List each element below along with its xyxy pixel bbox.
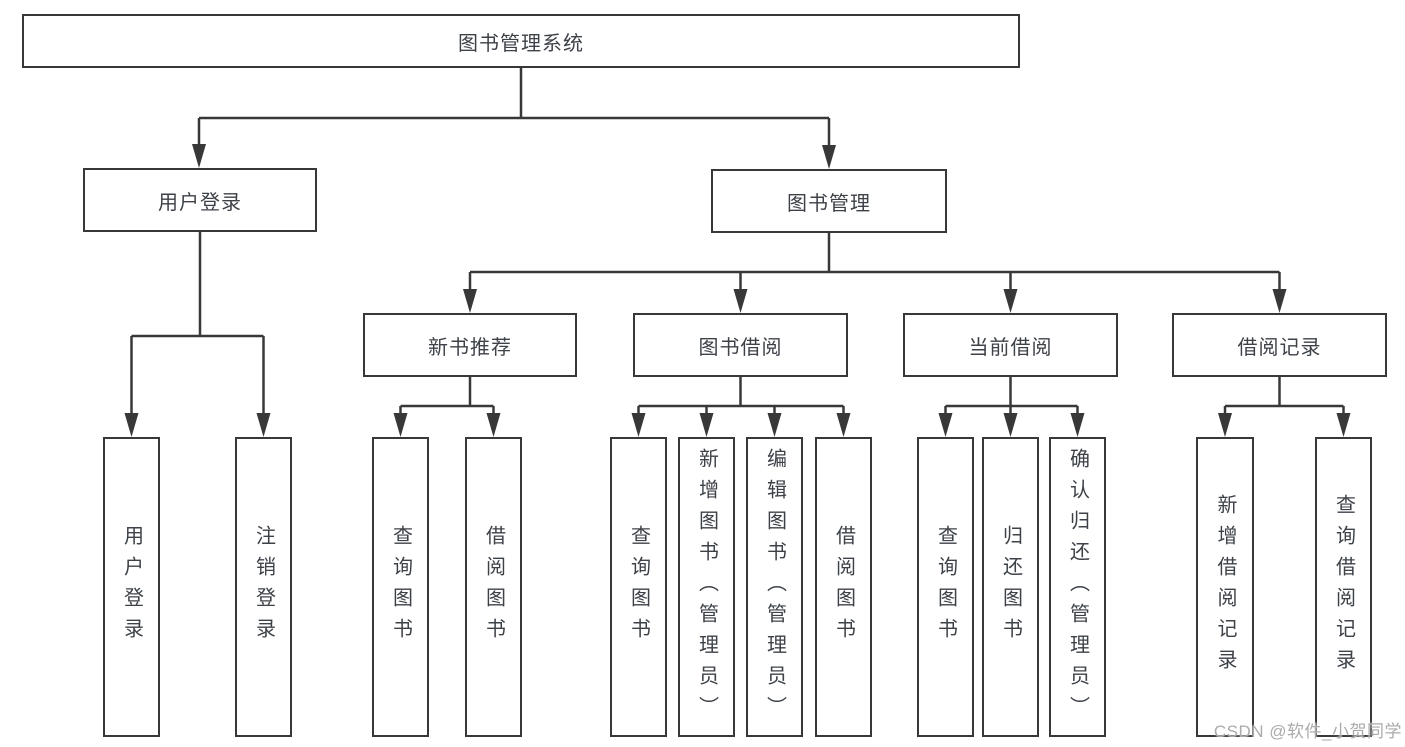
connector-new-book-children bbox=[393, 377, 501, 437]
node-label: 图书管理系统 bbox=[458, 32, 584, 55]
leaf-label: 借阅图书 bbox=[832, 525, 855, 649]
leaf-label: 查询图书 bbox=[389, 525, 412, 649]
leaf-confirm-return-admin: 确认归还（管理员） bbox=[1049, 437, 1106, 737]
leaf-add-books-admin: 新增图书（管理员） bbox=[678, 437, 735, 737]
connector-book-mgmt-children bbox=[463, 233, 1287, 313]
leaf-edit-books-admin: 编辑图书（管理员） bbox=[746, 437, 803, 737]
leaf-query-borrow-record: 查询借阅记录 bbox=[1315, 437, 1372, 737]
node-label: 图书管理 bbox=[787, 192, 871, 215]
leaf-label: 新增借阅记录 bbox=[1214, 494, 1236, 680]
leaf-label: 编辑图书（管理员） bbox=[763, 447, 786, 727]
leaf-logout: 注销登录 bbox=[235, 437, 292, 737]
leaf-query-books-newrec: 查询图书 bbox=[372, 437, 429, 737]
node-label: 用户登录 bbox=[158, 191, 242, 214]
connector-current-borrow-children bbox=[938, 377, 1085, 437]
connector-book-borrow-children bbox=[631, 377, 851, 437]
node-label: 借阅记录 bbox=[1237, 336, 1322, 359]
leaf-query-books-borrow: 查询图书 bbox=[610, 437, 667, 737]
leaf-label: 借阅图书 bbox=[482, 525, 505, 649]
leaf-label: 用户登录 bbox=[120, 525, 143, 649]
leaf-label: 查询图书 bbox=[627, 525, 650, 649]
leaf-label: 查询图书 bbox=[934, 525, 957, 649]
leaf-user-login: 用户登录 bbox=[103, 437, 160, 737]
csdn-watermark: CSDN @软件_小贺同学 bbox=[1213, 722, 1402, 741]
leaf-label: 查询借阅记录 bbox=[1332, 494, 1355, 680]
node-current-borrowing: 当前借阅 bbox=[903, 313, 1118, 377]
leaf-label: 注销登录 bbox=[252, 525, 275, 649]
node-label: 当前借阅 bbox=[968, 336, 1053, 359]
leaf-add-borrow-record: 新增借阅记录 bbox=[1196, 437, 1254, 737]
node-new-book-recommend: 新书推荐 bbox=[363, 313, 577, 377]
leaf-borrow-books-newrec: 借阅图书 bbox=[465, 437, 522, 737]
node-book-management: 图书管理 bbox=[711, 169, 947, 233]
node-user-login: 用户登录 bbox=[83, 168, 317, 232]
leaf-label: 归还图书 bbox=[999, 525, 1022, 649]
connector-root-to-level2 bbox=[192, 68, 836, 169]
connector-records-children bbox=[1218, 377, 1351, 437]
leaf-return-books: 归还图书 bbox=[982, 437, 1039, 737]
node-label: 新书推荐 bbox=[428, 336, 512, 359]
leaf-query-books-current: 查询图书 bbox=[917, 437, 974, 737]
leaf-label: 确认归还（管理员） bbox=[1066, 447, 1089, 727]
node-book-borrowing: 图书借阅 bbox=[633, 313, 848, 377]
node-library-management-system: 图书管理系统 bbox=[22, 14, 1020, 68]
leaf-borrow-books: 借阅图书 bbox=[815, 437, 872, 737]
leaf-label: 新增图书（管理员） bbox=[695, 447, 718, 727]
connector-user-login-children bbox=[124, 232, 271, 437]
node-label: 图书借阅 bbox=[698, 336, 783, 359]
node-borrowing-records: 借阅记录 bbox=[1172, 313, 1387, 377]
